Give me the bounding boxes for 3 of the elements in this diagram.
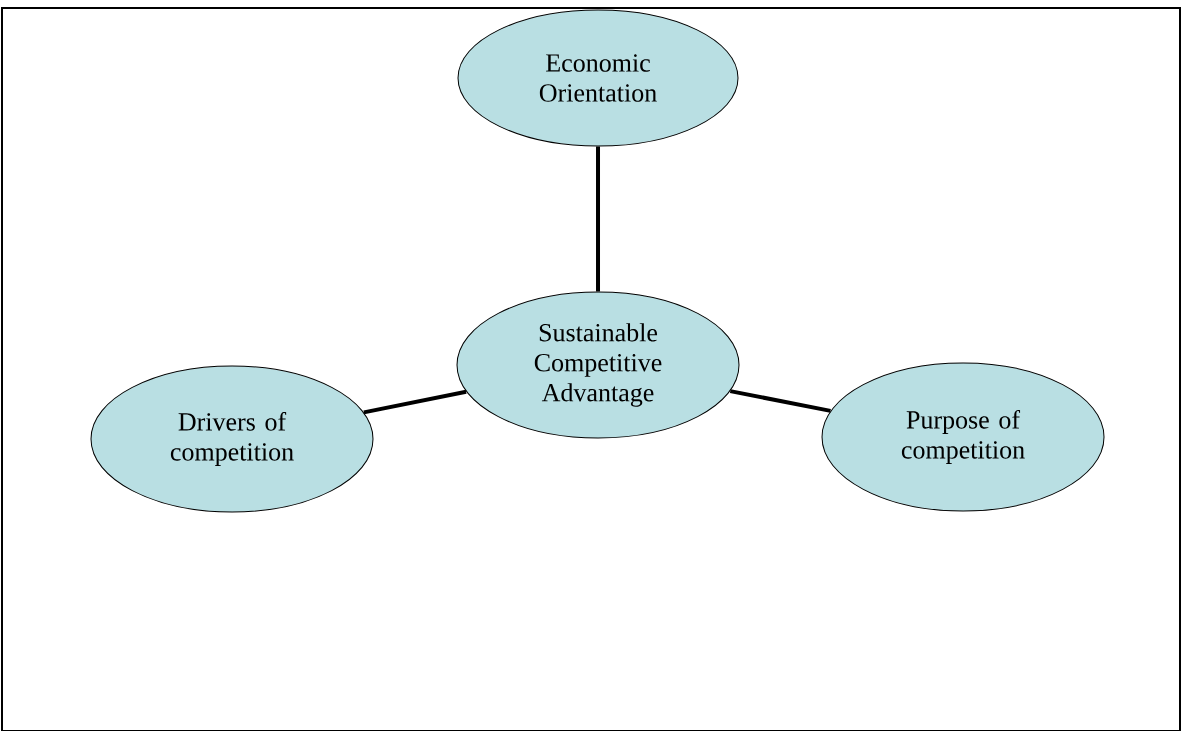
connector-line xyxy=(729,389,831,413)
connector-line xyxy=(596,146,600,292)
connector-line xyxy=(363,389,467,415)
